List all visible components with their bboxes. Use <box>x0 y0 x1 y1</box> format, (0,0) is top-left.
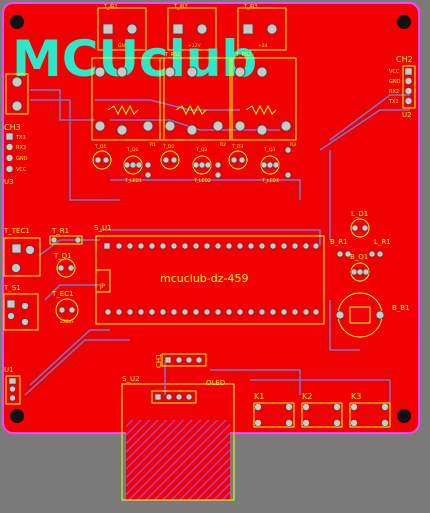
ch3-pin-tx: TX3 <box>15 135 26 141</box>
ir1-port-label: GND <box>118 43 129 49</box>
traces <box>24 89 410 405</box>
t-r1-pads <box>50 236 82 244</box>
ch1-outline <box>161 353 207 367</box>
label-t-r1: T_R1 <box>51 227 69 235</box>
label-b-r1: B_R1 <box>330 238 348 246</box>
label-r3: R3 <box>290 142 296 148</box>
u1-pads <box>8 377 17 402</box>
mcu-pads-top <box>103 242 320 250</box>
ch2-pin-tx: TX2 <box>388 99 399 105</box>
mcu-part-label: mcuclub-dz-459 <box>160 272 248 285</box>
label-t-s1: T_S1 <box>3 284 21 292</box>
label-u1: U1 <box>4 366 14 374</box>
ch3-pin-gnd: GND <box>16 156 28 162</box>
u1-outline <box>5 375 21 405</box>
ch2-ref: U2 <box>402 111 412 119</box>
s-u2-pads <box>154 393 193 401</box>
label-r1: R1 <box>150 142 156 148</box>
t-ec1-value: 220uF <box>60 319 74 325</box>
key-pads <box>254 403 389 427</box>
label-ch2: CH2 <box>396 55 413 64</box>
label-t-led3: T_LED3 <box>261 178 279 184</box>
t-ec1-pads <box>58 306 76 314</box>
label-t-d2: T_D2 <box>162 144 174 150</box>
label-t-d3: T_D3 <box>231 144 243 150</box>
l-d1-outline <box>350 218 370 238</box>
ch2-pin-vcc: VCC <box>389 69 400 75</box>
mounting-holes <box>10 15 411 423</box>
label-oled: OLED <box>206 379 225 387</box>
t-d1-pads <box>57 264 75 272</box>
label-l-r1: L_R1 <box>374 238 391 246</box>
label-t-rs1: T_RS1 <box>164 52 180 58</box>
ir3-port-label: +24 <box>258 43 268 49</box>
l-d1-pads <box>351 224 369 232</box>
label-t-ir2: T_IR2 <box>173 4 188 10</box>
b-q1-pads <box>350 268 370 276</box>
ch3-pin-vcc: VCC <box>16 167 27 173</box>
t-tec1-outline <box>3 237 41 277</box>
label-k3: K3 <box>351 392 361 401</box>
label-k2: K2 <box>302 392 312 401</box>
s-u2-header-outline <box>151 390 197 404</box>
sensor-module-outlines <box>91 57 297 141</box>
buzzer-pads <box>335 310 385 320</box>
ch2-pin-rx: RX2 <box>389 89 399 95</box>
label-t-d1: T_D1 <box>94 144 106 150</box>
label-t-q2: T_Q2 <box>195 147 208 153</box>
oled-outline <box>121 383 235 501</box>
t-tec1-pads <box>11 243 35 273</box>
ch3-pin-rx: RX3 <box>16 145 26 151</box>
mcu-pads-bottom <box>104 308 320 316</box>
sensor-module-pads <box>94 66 292 136</box>
label-t-ir3: T_IR3 <box>243 4 258 10</box>
key-outlines <box>253 402 391 428</box>
ch3-ref: U3 <box>4 178 14 186</box>
ch3-header-pads <box>5 132 14 173</box>
label-k1: K1 <box>254 392 264 401</box>
label-t-q3: T_Q3 <box>263 147 276 153</box>
label-t-led1: T_LED1 <box>124 178 142 184</box>
ch1-pads <box>164 356 203 364</box>
label-t-q1: T_Q1 <box>126 147 139 153</box>
t-s1-pads <box>6 299 29 326</box>
t-r1-outline <box>49 235 83 245</box>
label-b-b1: B_B1 <box>392 304 410 312</box>
label-s-u2: S_U2 <box>122 375 140 383</box>
label-t-tec1: T_TEC1 <box>3 227 30 235</box>
label-b-q1: B_Q1 <box>350 253 368 261</box>
label-ch3: CH3 <box>4 123 21 132</box>
left-top-header-pads <box>11 76 23 112</box>
ch2-header-outline <box>402 65 416 109</box>
t-s1-outline <box>3 293 39 331</box>
label-ch1: CH1 <box>155 353 163 368</box>
label-t-ir1: T_IR1 <box>103 4 118 10</box>
oled-hatch-area <box>126 420 230 500</box>
label-t-ec1: T_EC1 <box>51 290 74 298</box>
left-top-header-outline <box>5 73 29 115</box>
label-t-d1-left: T_D1 <box>53 252 72 260</box>
ir-connectors <box>97 7 287 51</box>
ch2-header-pads <box>404 67 413 105</box>
ir-connector-pads <box>102 23 278 35</box>
label-r2: R2 <box>220 142 226 148</box>
t-ec1-outline <box>55 298 79 322</box>
sensor-module-resistors <box>107 104 277 116</box>
ch2-pin-gnd: GND <box>389 79 401 85</box>
label-jp: JP <box>99 283 106 290</box>
led-row-pads <box>94 146 292 179</box>
b-r1-l-r1-pads <box>336 250 384 258</box>
label-l-d1: L_D1 <box>351 210 368 218</box>
buzzer-body <box>349 306 371 324</box>
label-t-led2: T_LED2 <box>193 178 211 184</box>
mcu-notch <box>95 269 111 293</box>
ir2-port-label: +12V <box>188 43 201 49</box>
label-s-u1: S_U1 <box>94 224 112 232</box>
t-d1-outline <box>56 258 76 278</box>
label-t-rs2: T_RS2 <box>235 52 251 58</box>
mcuclub-logo: MCUclub <box>12 30 257 88</box>
